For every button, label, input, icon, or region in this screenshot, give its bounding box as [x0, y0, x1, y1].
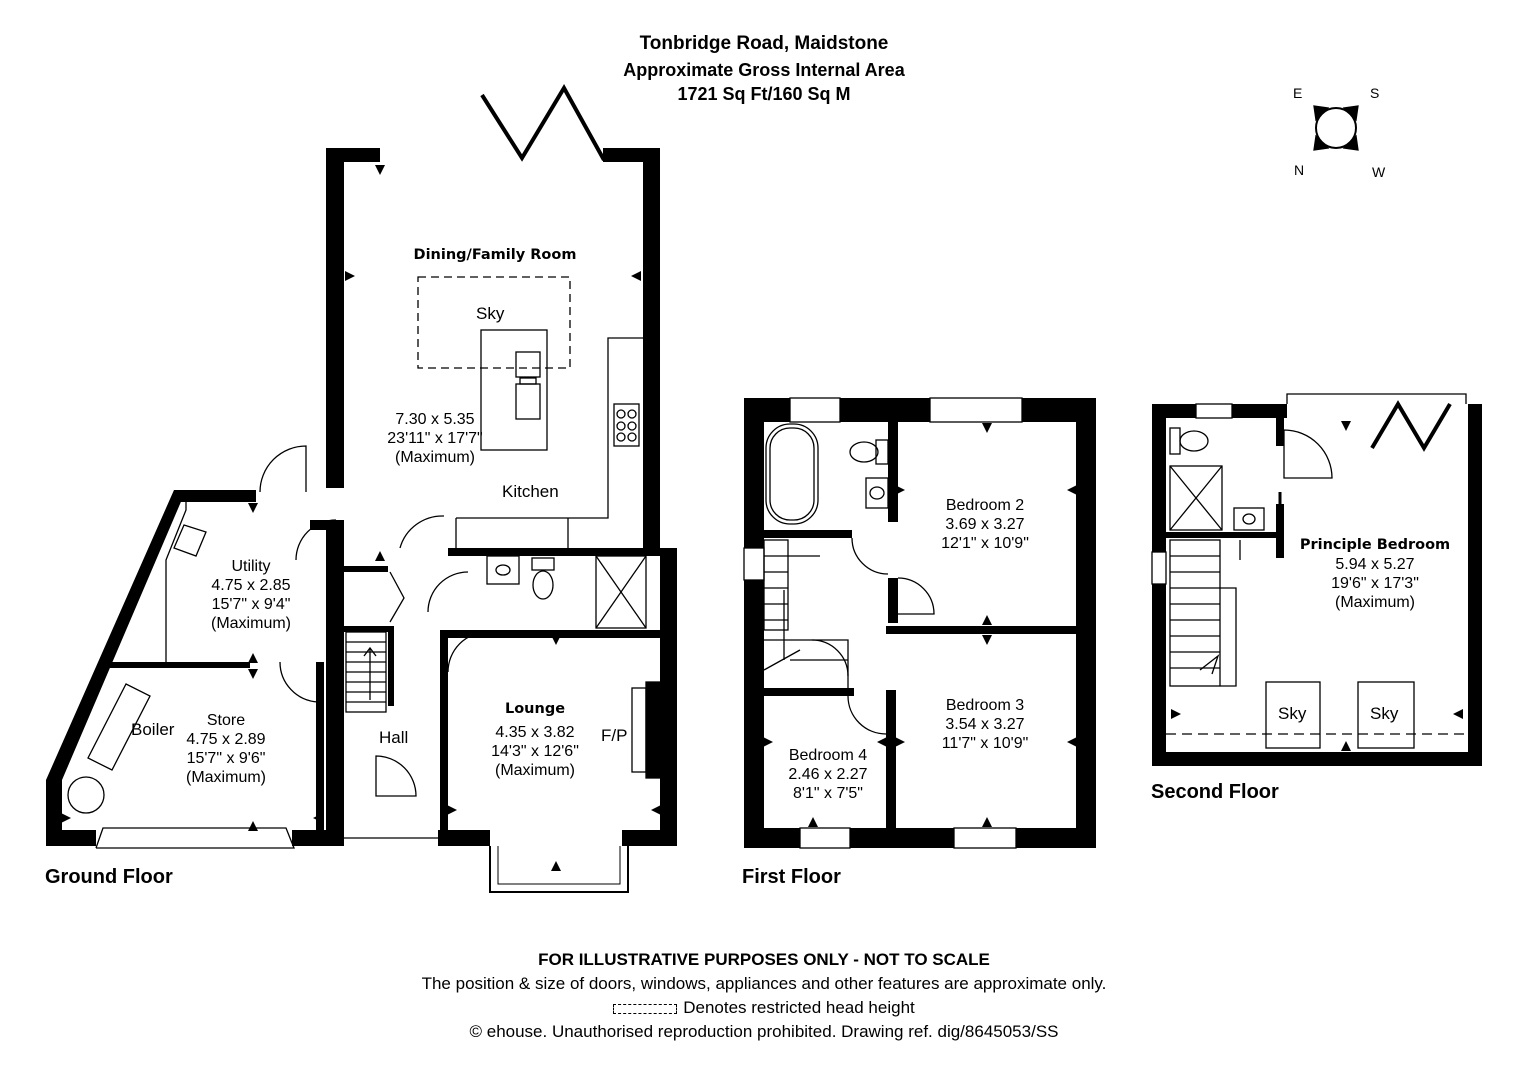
room-bedroom-2: Bedroom 2 3.69 x 3.27 12'1" x 10'9" — [941, 497, 1029, 552]
fireplace-label: F/P — [601, 726, 628, 745]
head-height-key: Denotes restricted head height — [0, 998, 1528, 1018]
room-utility: Utility 4.75 x 2.85 15'7" x 9'4" (Maximu… — [211, 558, 291, 632]
skylight-label-1: Sky — [1278, 704, 1307, 723]
disclaimer: FOR ILLUSTRATIVE PURPOSES ONLY - NOT TO … — [538, 950, 990, 969]
dimension-arrow — [651, 805, 661, 815]
dimension-arrow — [551, 635, 561, 645]
area-value: 1721 Sq Ft/160 Sq M — [677, 84, 851, 104]
compass-e: E — [1293, 85, 1303, 101]
dimension-arrow — [248, 821, 258, 831]
room-lounge: Lounge — [504, 701, 566, 717]
dimension-arrow — [313, 813, 323, 823]
dimension-arrow — [551, 861, 561, 871]
dimension-arrow — [1067, 485, 1077, 495]
room-principle-bedroom-dimensions: 5.94 x 5.27 19'6" x 17'3" (Maximum) — [1331, 556, 1419, 611]
dimension-arrow — [982, 817, 992, 827]
dimension-arrow — [982, 615, 992, 625]
dimension-arrow — [1171, 709, 1181, 719]
dimension-arrow — [345, 271, 355, 281]
room-dining-dimensions: 7.30 x 5.35 23'11" x 17'7" (Maximum) — [387, 411, 483, 466]
approximate-note: The position & size of doors, windows, a… — [421, 974, 1107, 993]
dimension-arrow — [808, 817, 818, 827]
first-floor-label: First Floor — [742, 866, 841, 888]
skylight-label-2: Sky — [1370, 704, 1399, 723]
dimension-arrow — [877, 737, 887, 747]
dimension-arrow — [1341, 421, 1351, 431]
room-store: Store 4.75 x 2.89 15'7" x 9'6" (Maximum) — [186, 712, 266, 786]
dimension-arrow — [375, 551, 385, 561]
dimension-arrow — [1453, 709, 1463, 719]
room-lounge-dimensions: 4.35 x 3.82 14'3" x 12'6" (Maximum) — [491, 724, 579, 779]
dimension-arrow — [631, 271, 641, 281]
second-floor-label: Second Floor — [1151, 781, 1279, 803]
dining-skylight-label: Sky — [476, 304, 505, 323]
room-principle-bedroom: Principle Bedroom — [1299, 537, 1451, 553]
dimension-arrow — [895, 485, 905, 495]
dimension-arrow — [248, 503, 258, 513]
dashed-key-icon — [613, 1003, 678, 1014]
dimension-arrow — [248, 653, 258, 663]
compass-s: S — [1370, 85, 1380, 101]
room-bedroom-4: Bedroom 4 2.46 x 2.27 8'1" x 7'5" — [788, 747, 868, 802]
dimension-arrow — [447, 805, 457, 815]
room-kitchen: Kitchen — [502, 482, 559, 501]
dimension-arrow — [61, 813, 71, 823]
compass-w: W — [1372, 164, 1386, 180]
room-hall: Hall — [379, 728, 409, 747]
dimension-arrow — [1067, 737, 1077, 747]
dimension-arrow — [895, 737, 905, 747]
dimension-arrow — [982, 423, 992, 433]
boiler-label: Boiler — [131, 720, 175, 739]
dimension-arrow — [1341, 741, 1351, 751]
dimension-arrow — [375, 165, 385, 175]
ground-floor-walls — [46, 148, 677, 846]
property-address: Tonbridge Road, Maidstone — [639, 33, 889, 54]
area-title: Approximate Gross Internal Area — [623, 60, 905, 80]
ground-floor-label: Ground Floor — [45, 866, 173, 888]
dimension-arrow — [982, 635, 992, 645]
room-dining: Dining/Family Room — [413, 247, 577, 263]
dimension-arrow — [248, 669, 258, 679]
copyright: © ehouse. Unauthorised reproduction proh… — [469, 1022, 1059, 1041]
dimension-arrow — [763, 737, 773, 747]
room-bedroom-3: Bedroom 3 3.54 x 3.27 11'7" x 10'9" — [941, 697, 1029, 752]
compass-rose — [1313, 105, 1359, 151]
compass-n: N — [1294, 162, 1305, 178]
